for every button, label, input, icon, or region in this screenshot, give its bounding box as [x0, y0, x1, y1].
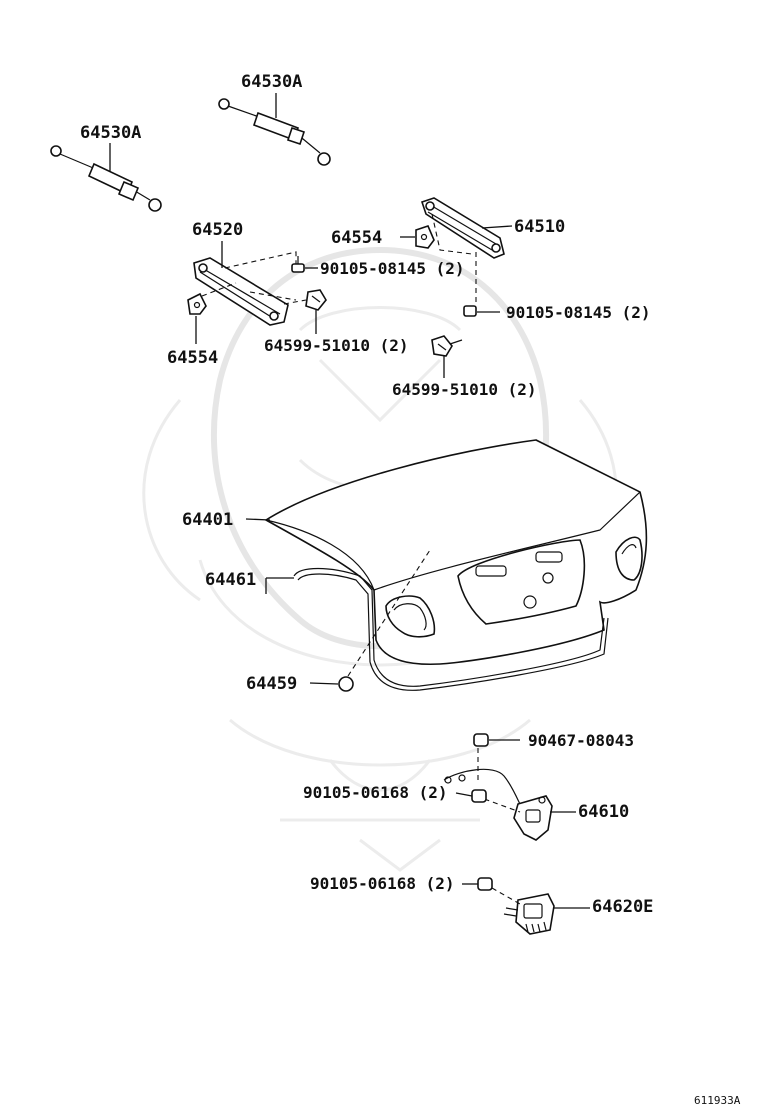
bolt-90105-06168-lock	[455, 789, 487, 803]
hinge-64510	[420, 197, 513, 306]
label-64530a-left: 64530A	[80, 123, 141, 143]
bolt-90105-08145-right	[463, 305, 500, 317]
label-90467-08043: 90467-08043	[528, 731, 634, 750]
label-64599-right: 64599-51010 (2)	[392, 380, 537, 399]
label-90105-08145-right: 90105-08145 (2)	[506, 303, 651, 322]
label-90105-08145-left: 90105-08145 (2)	[320, 259, 465, 278]
clip-90467-08043	[473, 733, 520, 780]
label-64510: 64510	[514, 217, 565, 237]
weatherstrip-64461	[265, 567, 609, 691]
label-64620e: 64620E	[592, 897, 653, 917]
strut-64530a-top	[218, 93, 331, 166]
lock-64610	[443, 768, 576, 841]
label-90105-06168-lock: 90105-06168 (2)	[303, 783, 448, 802]
bolt-90105-08145-left	[291, 256, 318, 273]
label-64459: 64459	[246, 674, 297, 694]
label-64461: 64461	[205, 570, 256, 590]
hinge-64520	[193, 241, 297, 326]
trunk-lid-64401	[245, 439, 648, 666]
cushion-64459	[309, 549, 431, 692]
bolt-90105-06168-striker	[462, 877, 493, 891]
reference-code: 611933A	[694, 1094, 741, 1107]
label-64599-left: 64599-51010 (2)	[264, 336, 409, 355]
label-64401: 64401	[182, 510, 233, 530]
label-90105-06168-striker: 90105-06168 (2)	[310, 874, 455, 893]
label-64554-right: 64554	[331, 228, 382, 248]
striker-64620e	[491, 887, 590, 935]
label-64554-left: 64554	[167, 348, 218, 368]
label-64520: 64520	[192, 220, 243, 240]
stopper-64554-left	[187, 282, 237, 344]
bracket-64599-left	[283, 289, 327, 334]
label-64530a-top: 64530A	[241, 72, 302, 92]
bracket-64599-right	[431, 335, 463, 378]
label-64610: 64610	[578, 802, 629, 822]
stopper-64554-right	[400, 225, 435, 249]
strut-64530a-left	[50, 143, 162, 212]
